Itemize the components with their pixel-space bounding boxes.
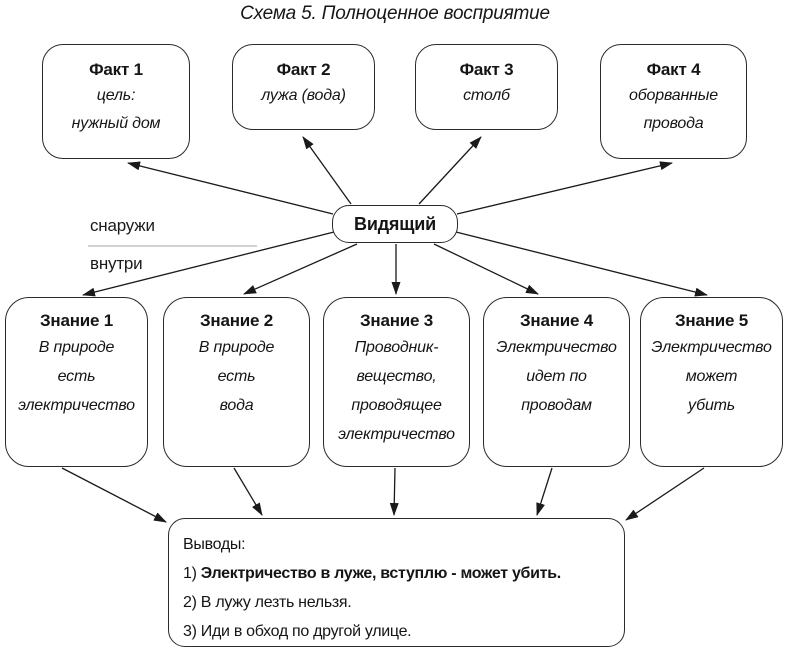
knowledge-4-box: Знание 4 Электричество идет по проводам <box>483 297 630 467</box>
knowledge-line: может <box>685 368 738 385</box>
knowledge-line: электричество <box>338 426 455 443</box>
arrow-knowledge-5-to-conclusions <box>625 467 705 521</box>
fact-line: цель: <box>96 87 136 104</box>
fact-line: нужный дом <box>71 115 161 132</box>
knowledge-title: Знание 3 <box>359 311 434 330</box>
fact-line: провода <box>643 115 704 132</box>
knowledge-line: убить <box>688 397 735 414</box>
fact-4-box: Факт 4 оборванные провода <box>600 44 747 159</box>
arrow-knowledge-3-to-conclusions <box>389 467 399 516</box>
conclusion-text: Иди в обход по другой улице. <box>200 623 412 640</box>
conclusion-text: В лужу лезть нельзя. <box>200 594 352 611</box>
conclusion-item-1: 1) Электричество в луже, вступлю - может… <box>183 559 610 588</box>
knowledge-line: вода <box>219 397 254 414</box>
knowledge-2-box: Знание 2 В природе есть вода <box>163 297 310 467</box>
fact-line: столб <box>463 87 510 104</box>
arrow-seer-to-knowledge-5 <box>455 231 708 297</box>
knowledge-line: проводам <box>521 397 592 414</box>
diagram-title: Схема 5. Полноценное восприятие <box>240 3 550 24</box>
arrow-seer-to-knowledge-4 <box>433 243 539 295</box>
knowledge-title: Знание 1 <box>39 311 114 330</box>
knowledge-line: Проводник- <box>354 339 439 356</box>
knowledge-3-box: Знание 3 Проводник- вещество, проводящее… <box>323 297 470 467</box>
fact-3-box: Факт 3 столб <box>415 44 558 130</box>
fact-title: Факт 3 <box>459 60 514 79</box>
knowledge-line: есть <box>57 368 96 385</box>
knowledge-line: Электричество <box>651 339 772 356</box>
arrow-knowledge-2-to-conclusions <box>233 467 263 516</box>
knowledge-title: Знание 2 <box>199 311 274 330</box>
knowledge-title: Знание 4 <box>519 311 594 330</box>
conclusion-number: 1) <box>183 565 197 582</box>
conclusion-number: 2) <box>183 594 197 611</box>
arrow-seer-to-knowledge-2 <box>243 243 358 295</box>
inside-label: внутри <box>90 254 143 273</box>
knowledge-title: Знание 5 <box>674 311 749 330</box>
knowledge-line: проводящее <box>351 397 442 414</box>
fact-2-box: Факт 2 лужа (вода) <box>232 44 375 130</box>
conclusion-item-2: 2) В лужу лезть нельзя. <box>183 588 610 617</box>
knowledge-line: идет по <box>526 368 587 385</box>
knowledge-line: В природе <box>38 339 115 356</box>
outside-label: снаружи <box>90 216 155 235</box>
knowledge-line: есть <box>217 368 256 385</box>
arrow-seer-to-fact-3 <box>418 136 482 205</box>
seer-node: Видящий <box>332 205 458 243</box>
arrow-seer-to-knowledge-1 <box>82 231 335 297</box>
arrow-knowledge-1-to-conclusions <box>61 467 167 523</box>
knowledge-line: В природе <box>198 339 275 356</box>
arrow-seer-to-fact-4 <box>456 161 673 215</box>
conclusions-box: Выводы: 1) Электричество в луже, вступлю… <box>168 518 625 647</box>
conclusion-number: 3) <box>183 623 197 640</box>
knowledge-line: Электричество <box>496 339 617 356</box>
knowledge-line: электричество <box>18 397 135 414</box>
fact-line: лужа (вода) <box>261 87 346 104</box>
knowledge-1-box: Знание 1 В природе есть электричество <box>5 297 148 467</box>
fact-title: Факт 1 <box>89 60 143 79</box>
fact-title: Факт 2 <box>276 60 331 79</box>
fact-title: Факт 4 <box>646 60 701 79</box>
fact-line: оборванные <box>629 87 718 104</box>
arrow-seer-to-fact-2 <box>302 136 352 205</box>
fact-1-box: Факт 1 цель: нужный дом <box>42 44 190 159</box>
conclusion-item-3: 3) Иди в обход по другой улице. <box>183 617 610 646</box>
arrow-knowledge-4-to-conclusions <box>536 467 553 516</box>
conclusion-text: Электричество в луже, вступлю - может уб… <box>200 565 561 582</box>
knowledge-5-box: Знание 5 Электричество может убить <box>640 297 783 467</box>
conclusions-title: Выводы: <box>183 536 246 553</box>
arrow-seer-to-fact-1 <box>127 161 334 215</box>
knowledge-line: вещество, <box>356 368 437 385</box>
